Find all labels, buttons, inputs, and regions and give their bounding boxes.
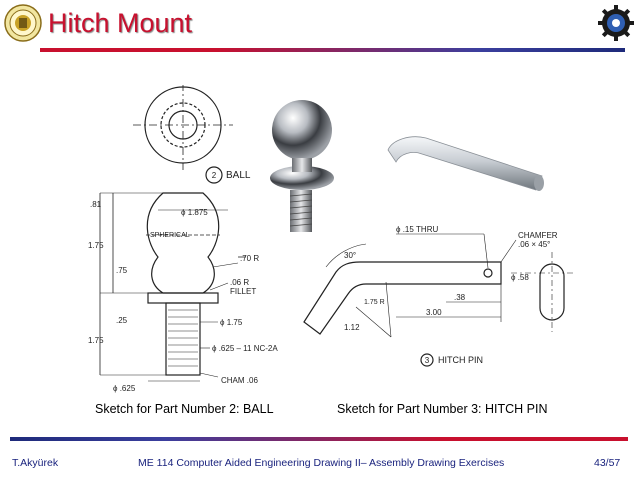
dim-pin-112: 1.12 bbox=[344, 323, 360, 332]
caption-pin: Sketch for Part Number 3: HITCH PIN bbox=[337, 402, 548, 416]
dim-ball-175b: 1.75 bbox=[88, 336, 104, 345]
page-title: Hitch Mount bbox=[48, 8, 193, 38]
pin-part-name: HITCH PIN bbox=[438, 355, 483, 365]
ball-part-number: 2 bbox=[212, 171, 217, 180]
pin-part-number: 3 bbox=[425, 356, 430, 365]
dim-ball-06r: .06 R bbox=[230, 278, 249, 287]
dim-ball-cham: CHAM .06 bbox=[221, 376, 258, 385]
dim-ball-dia-625: ϕ .625 bbox=[113, 384, 136, 393]
footer-divider bbox=[10, 437, 628, 441]
dim-ball-dia-1875: ϕ 1.875 bbox=[181, 208, 208, 217]
dim-pin-chamfer: CHAMFER bbox=[518, 231, 558, 240]
dim-ball-25: .25 bbox=[116, 316, 128, 325]
footer-course: ME 114 Computer Aided Engineering Drawin… bbox=[138, 457, 505, 469]
dim-pin-300: 3.00 bbox=[426, 308, 442, 317]
dim-pin-175r: 1.75 R bbox=[364, 299, 385, 306]
dim-pin-angle: 30° bbox=[344, 251, 356, 260]
gear-emblem-icon bbox=[597, 4, 635, 42]
university-seal-icon bbox=[4, 4, 42, 42]
ball-render-image bbox=[270, 100, 334, 232]
dim-ball-75: .75 bbox=[116, 266, 128, 275]
footer-author: T.Akyürek bbox=[12, 457, 59, 469]
caption-ball: Sketch for Part Number 2: BALL bbox=[95, 402, 274, 416]
pin-render-image bbox=[387, 136, 544, 191]
dim-pin-thru: ϕ .15 THRU bbox=[396, 225, 438, 234]
dim-ball-spherical: SPHERICAL bbox=[150, 232, 190, 239]
dim-pin-chamfer-spec: .06 × 45° bbox=[518, 240, 550, 249]
footer-page-number: 43/57 bbox=[594, 457, 621, 469]
dim-ball-dia-175: ϕ 1.75 bbox=[220, 318, 243, 327]
ball-sketch: 2 BALL .81 ϕ 1.875 SPHERICAL 1.75 .75 .7… bbox=[88, 85, 278, 393]
dim-ball-70r: .70 R bbox=[240, 254, 259, 263]
dim-ball-81: .81 bbox=[90, 200, 102, 209]
ball-part-name: BALL bbox=[226, 170, 251, 181]
dim-ball-175: 1.75 bbox=[88, 241, 104, 250]
pin-sketch: ϕ .15 THRU CHAMFER .06 × 45° 30° ϕ .58 1… bbox=[303, 225, 576, 367]
title-divider bbox=[40, 48, 625, 52]
dim-ball-fillet: FILLET bbox=[230, 287, 256, 296]
dim-pin-dia-58: ϕ .58 bbox=[511, 273, 529, 282]
dim-pin-38: .38 bbox=[454, 293, 466, 302]
dim-ball-thread: ϕ .625 – 11 NC-2A bbox=[212, 344, 278, 353]
